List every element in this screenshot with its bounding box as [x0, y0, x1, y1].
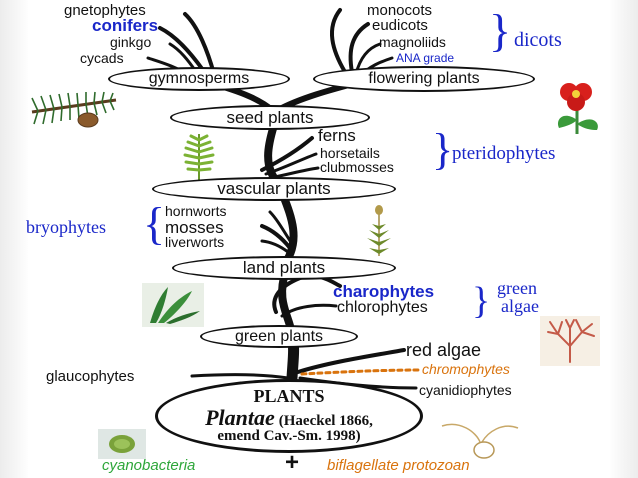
moss-icon — [367, 205, 391, 256]
pteridophytes-brace: } — [432, 125, 454, 174]
red-alga-icon — [540, 316, 600, 366]
label-chlorophytes: chlorophytes — [337, 299, 428, 316]
group-pteridophytes: pteridophytes — [452, 143, 556, 164]
node-seed-plants: seed plants — [170, 105, 370, 130]
node-gymnosperms: gymnosperms — [108, 67, 290, 91]
label-biflagellate-protozoan: biflagellate protozoan — [327, 457, 470, 474]
node-vascular-plants: vascular plants — [152, 177, 396, 201]
root-name-plantae: Plantae — [205, 404, 275, 430]
group-bryophytes: bryophytes — [26, 217, 106, 237]
root-plantae-line: Plantae (Haeckel 1866, — [205, 406, 373, 430]
label-red-algae: red algae — [406, 340, 482, 360]
branch-red-algae — [296, 348, 406, 374]
label-conifers: conifers — [92, 16, 159, 35]
label-ginkgo: ginkgo — [110, 34, 152, 50]
label-cyanidiophytes: cyanidiophytes — [419, 382, 512, 398]
plus-sign: + — [285, 449, 300, 476]
node-land-plants: land plants — [172, 256, 396, 280]
label-monocots: monocots — [367, 2, 433, 19]
twig-hornworts — [268, 210, 294, 246]
twig-monocots — [330, 8, 347, 74]
label-eudicots: eudicots — [372, 17, 428, 34]
protozoan-icon — [441, 423, 519, 459]
label-hornworts: hornworts — [165, 203, 227, 219]
label-cyanobacteria: cyanobacteria — [102, 457, 196, 474]
label-gnetophytes: gnetophytes — [64, 2, 146, 19]
fern-frond-icon — [183, 134, 215, 180]
root-haeckel: (Haeckel 1866, — [278, 412, 373, 429]
twig-horsetails — [264, 152, 318, 176]
label-magnoliids: magnoliids — [379, 34, 446, 50]
group-green-algae-line1: green — [497, 278, 537, 298]
twig-conifers — [158, 26, 205, 72]
bryophytes-brace: { — [143, 198, 166, 249]
root-emend: emend Cav.-Sm. 1998) — [217, 428, 361, 445]
label-horsetails: horsetails — [320, 145, 380, 161]
label-charophytes: charophytes — [333, 282, 435, 301]
label-cycads: cycads — [80, 50, 124, 66]
node-green-plants: green plants — [200, 325, 358, 348]
twig-liverworts — [260, 239, 290, 254]
group-green-algae-line2: algae — [501, 296, 539, 316]
label-liverworts: liverworts — [165, 234, 225, 250]
label-chromophytes: chromophytes — [422, 361, 510, 377]
green-alga-icon — [142, 283, 204, 327]
twig-mosses — [260, 224, 292, 250]
left-margin-band — [0, 0, 30, 478]
label-ferns: ferns — [318, 126, 356, 145]
label-ana-grade: ANA grade — [396, 51, 455, 65]
branch-chromophytes — [300, 368, 422, 376]
root-title-plants: PLANTS — [253, 385, 325, 406]
twig-eudicots — [348, 22, 370, 74]
twig-ferns — [260, 136, 314, 172]
label-mosses: mosses — [165, 218, 224, 237]
label-glaucophytes: glaucophytes — [46, 368, 135, 385]
conifer-branch-icon — [31, 91, 117, 128]
dicots-brace: } — [489, 5, 512, 56]
green-algae-brace: } — [472, 280, 491, 322]
red-flower-icon — [557, 83, 598, 134]
label-clubmosses: clubmosses — [320, 159, 394, 175]
group-dicots: dicots — [514, 29, 562, 51]
right-margin-band — [608, 0, 638, 478]
node-flowering-plants: flowering plants — [313, 66, 535, 92]
twig-chlorophytes — [280, 303, 338, 318]
branch-glaucophytes — [190, 373, 290, 380]
node-plants-root: PLANTS Plantae (Haeckel 1866, emend Cav.… — [155, 379, 423, 453]
cyanobacteria-icon — [98, 429, 146, 459]
